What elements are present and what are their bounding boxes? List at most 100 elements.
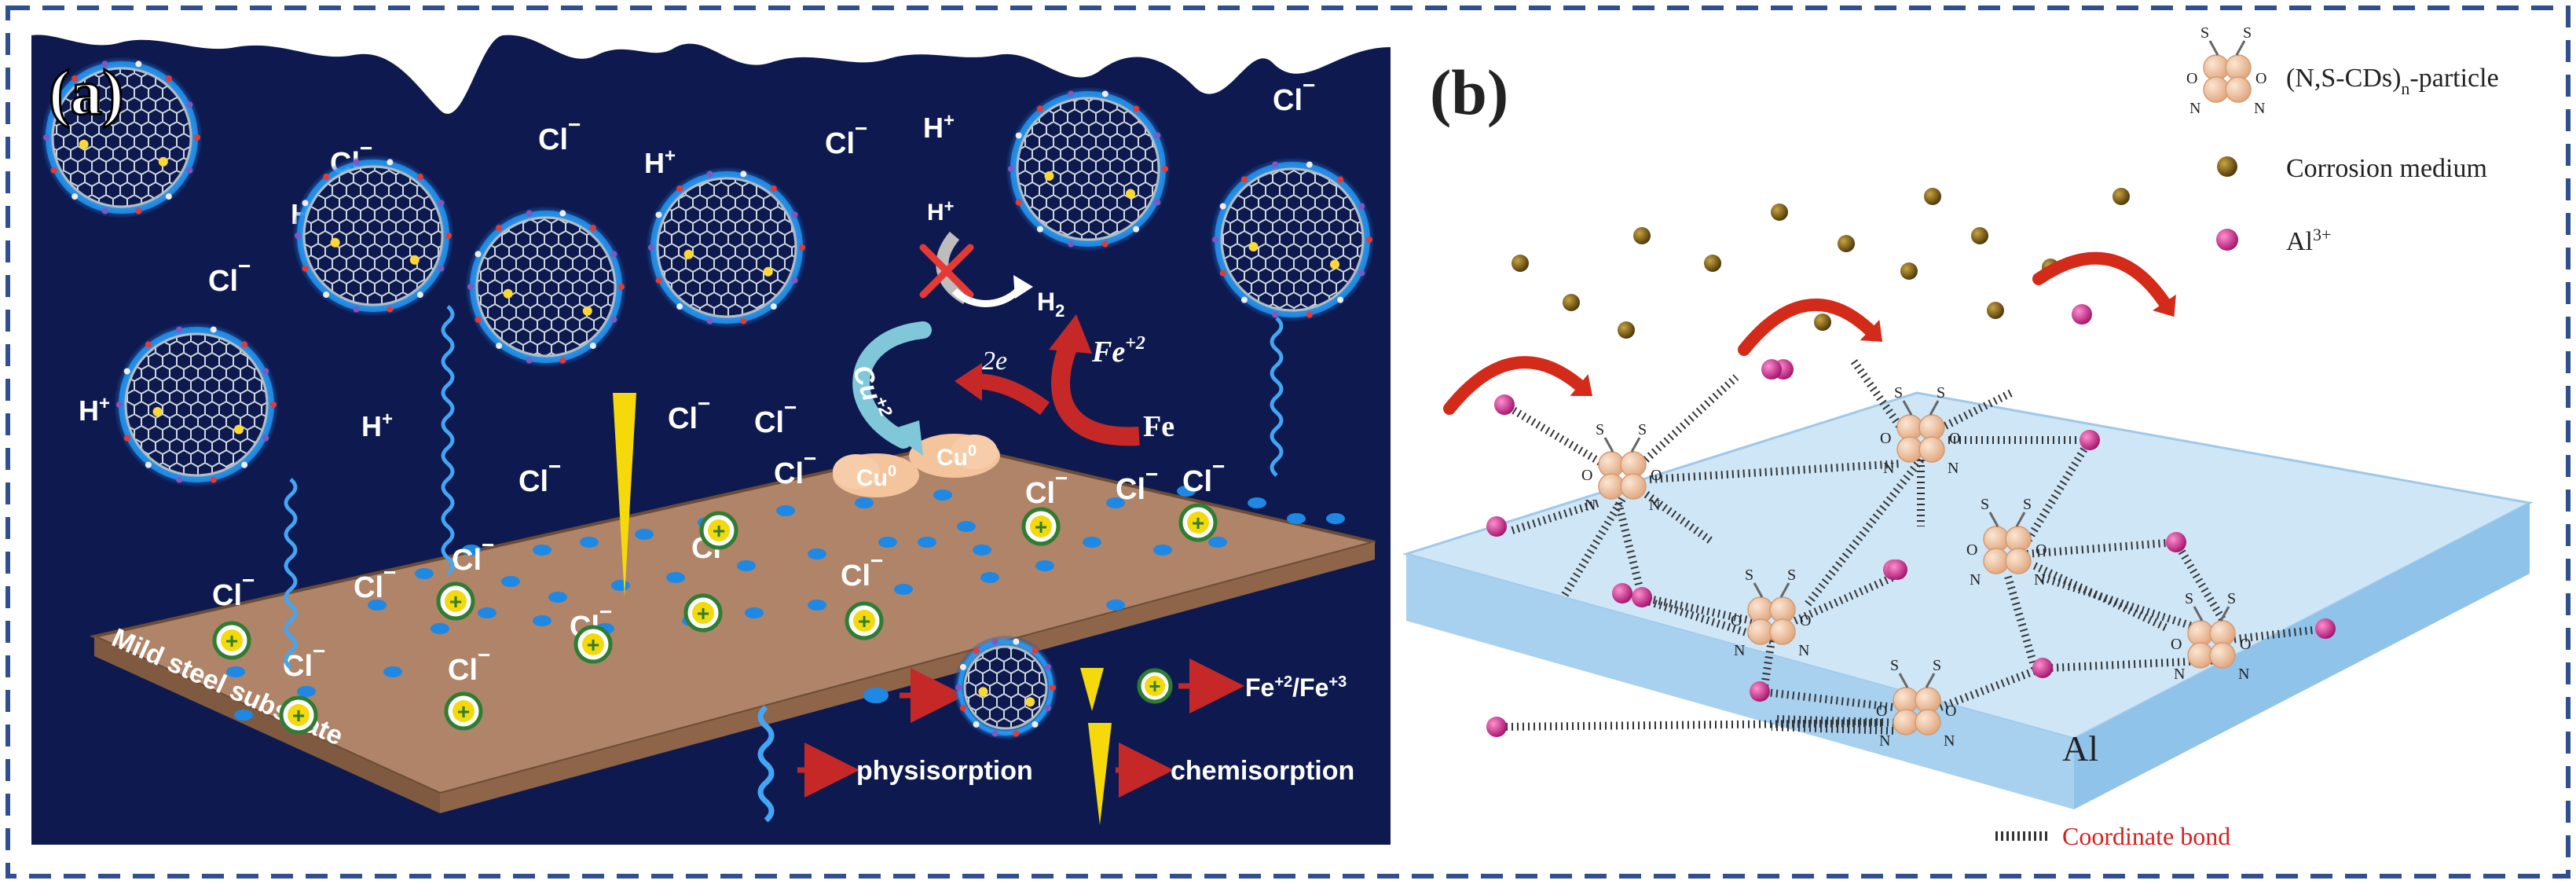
coordinate-bond-22: [1759, 688, 1894, 711]
adsorbed-dot: [808, 548, 826, 559]
svg-text:N: N: [1649, 497, 1660, 514]
coordinate-bond-27: [1500, 719, 1886, 731]
corrosion-medium-particle: [1704, 255, 1721, 272]
corrosion-medium-particle: [1924, 188, 1941, 205]
svg-text:S: S: [1787, 567, 1796, 584]
desorption-arrow-1: [1443, 356, 1592, 415]
adsorbed-dot: [666, 572, 685, 583]
corrosion-medium-particle: [1814, 314, 1831, 331]
legend-chemisorption-spike: [1088, 723, 1112, 825]
cl-ion-1: Cl−: [208, 254, 251, 298]
svg-text:S: S: [1937, 384, 1945, 402]
cl-ion-3: Cl−: [825, 116, 867, 160]
svg-text:+: +: [1035, 515, 1047, 539]
adsorbed-dot: [1106, 600, 1125, 611]
svg-text:Al3+: Al3+: [2286, 225, 2331, 256]
h-ion-3: H+: [923, 110, 955, 144]
svg-text:N: N: [2034, 571, 2045, 589]
cl-ion-13: Cl−: [1182, 454, 1225, 498]
al-ion-layer: [1486, 304, 2336, 737]
al-slab-label: Al: [2062, 728, 2098, 768]
cu2-curved-arrow: [852, 321, 932, 449]
corrosion-medium-particle: [2112, 188, 2130, 205]
svg-text:+: +: [587, 633, 599, 657]
reaction-h-plus: H: [927, 200, 944, 226]
legend-dot-symbol: [863, 688, 889, 703]
cl-ion-9: Cl−: [518, 454, 561, 498]
al-ion-9: [2315, 618, 2336, 639]
svg-text:O: O: [2186, 70, 2197, 87]
legend-spike-small: [1080, 668, 1104, 711]
h2-arrow-head: [1013, 275, 1033, 299]
coordinate-bond-9: [1649, 460, 1902, 483]
adsorbed-dot: [548, 592, 567, 603]
reaction-blocked-cross: [919, 244, 974, 299]
cl-ion-8: Cl−: [774, 446, 816, 490]
cl-ion-16: Cl−: [354, 560, 396, 604]
coordinate-bond-2: [1643, 374, 1739, 463]
svg-text:S: S: [1981, 496, 1989, 513]
cl-ion-6: Cl−: [754, 395, 797, 439]
svg-text:O: O: [1880, 430, 1891, 447]
adsorbed-species-dots: [226, 486, 1345, 721]
legend-medium-symbol: [2217, 156, 2237, 177]
coordinate-bond-14: [1640, 593, 1753, 625]
svg-text:S: S: [2200, 24, 2209, 42]
svg-text:S: S: [1890, 657, 1899, 674]
fe2-sup: +2: [1125, 333, 1145, 354]
cu0-label-2: Cu: [936, 445, 968, 471]
adsorbed-dot: [1035, 560, 1054, 571]
reaction-h-plus-sup: +: [944, 196, 955, 216]
al-ion-4: [1486, 516, 1507, 537]
legend-physisorption: physisorption: [856, 756, 1033, 786]
svg-text:H2: H2: [1037, 288, 1064, 321]
al-ion-top-right: [2072, 304, 2092, 325]
svg-text:O: O: [2240, 636, 2251, 653]
legend-particle-label: (N,S-CDs): [2286, 64, 2401, 93]
chemisorption-spike: [613, 393, 636, 597]
svg-text:N: N: [1944, 732, 1955, 750]
carbon-dot-1: [42, 57, 202, 218]
coordinate-bond-25: [1771, 723, 1894, 735]
svg-text:O: O: [2255, 70, 2266, 87]
svg-text:O: O: [1966, 541, 1977, 559]
coordinate-bond-19: [2041, 574, 2201, 633]
fe-oxidation-arrow: [1051, 342, 1140, 446]
coordinate-bond-6: [1640, 487, 1715, 546]
svg-text:N: N: [2189, 100, 2200, 117]
panel-a-wave-top: [31, 24, 1391, 114]
fe-ion-8: +: [699, 511, 738, 550]
al-ion-11: [1486, 717, 1507, 737]
adsorbed-dot: [918, 537, 936, 548]
fe-ion-5: +: [573, 625, 613, 664]
fe-label: Fe: [1143, 410, 1174, 443]
svg-text:S: S: [1638, 421, 1647, 438]
adsorbed-dot: [478, 607, 497, 618]
cu0-cloud-left: Cu0: [833, 453, 919, 497]
svg-text:S: S: [1894, 384, 1903, 402]
adsorbed-dot: [808, 600, 826, 611]
fe-ion-6: +: [683, 593, 723, 633]
adsorbed-dot: [383, 666, 402, 677]
adsorbed-dot: [611, 580, 630, 591]
adsorbed-dot: [234, 710, 253, 721]
adsorbed-dot: [878, 537, 897, 548]
svg-text:N: N: [1883, 460, 1894, 477]
cu0-label: Cu: [856, 465, 888, 491]
svg-text:+: +: [1192, 511, 1204, 535]
adsorbed-dot: [1177, 486, 1196, 497]
svg-text:S: S: [2227, 590, 2236, 607]
fe2-label: Fe: [1091, 336, 1125, 369]
svg-text:N: N: [1734, 642, 1745, 659]
svg-text:O: O: [1731, 612, 1742, 629]
svg-text:O: O: [1581, 467, 1592, 484]
svg-text:+: +: [292, 703, 305, 728]
adsorbed-dot: [580, 537, 599, 548]
desorption-arrow-3: [2032, 251, 2176, 317]
cl-ion-17: Cl−: [452, 533, 494, 577]
